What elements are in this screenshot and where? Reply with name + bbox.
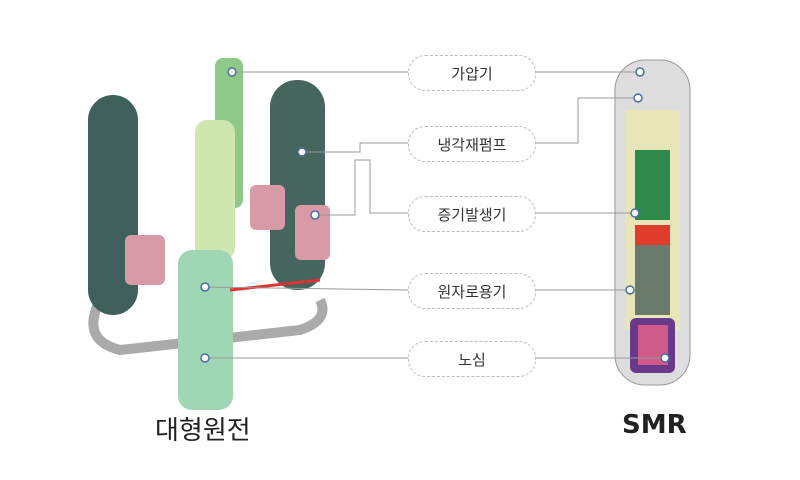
reactor-vessel <box>178 250 233 410</box>
leader-lines <box>204 71 665 359</box>
label-reactor-vessel: 원자로용기 <box>408 273 536 309</box>
caption-smr: SMR <box>622 410 687 440</box>
label-coolant-pump: 냉각재펌프 <box>408 126 536 162</box>
pump-mid <box>250 185 285 230</box>
label-core: 노심 <box>408 341 536 377</box>
smr-illustration <box>614 59 691 386</box>
vessel-head <box>195 120 235 260</box>
label-steam-generator: 증기발생기 <box>408 196 536 232</box>
pump-right <box>295 205 330 260</box>
label-pressurizer: 가압기 <box>408 55 536 91</box>
caption-large-plant: 대형원전 <box>155 416 251 446</box>
pump-left <box>125 235 165 285</box>
large-reactor-illustration <box>88 58 330 410</box>
marker-dots <box>200 67 670 363</box>
